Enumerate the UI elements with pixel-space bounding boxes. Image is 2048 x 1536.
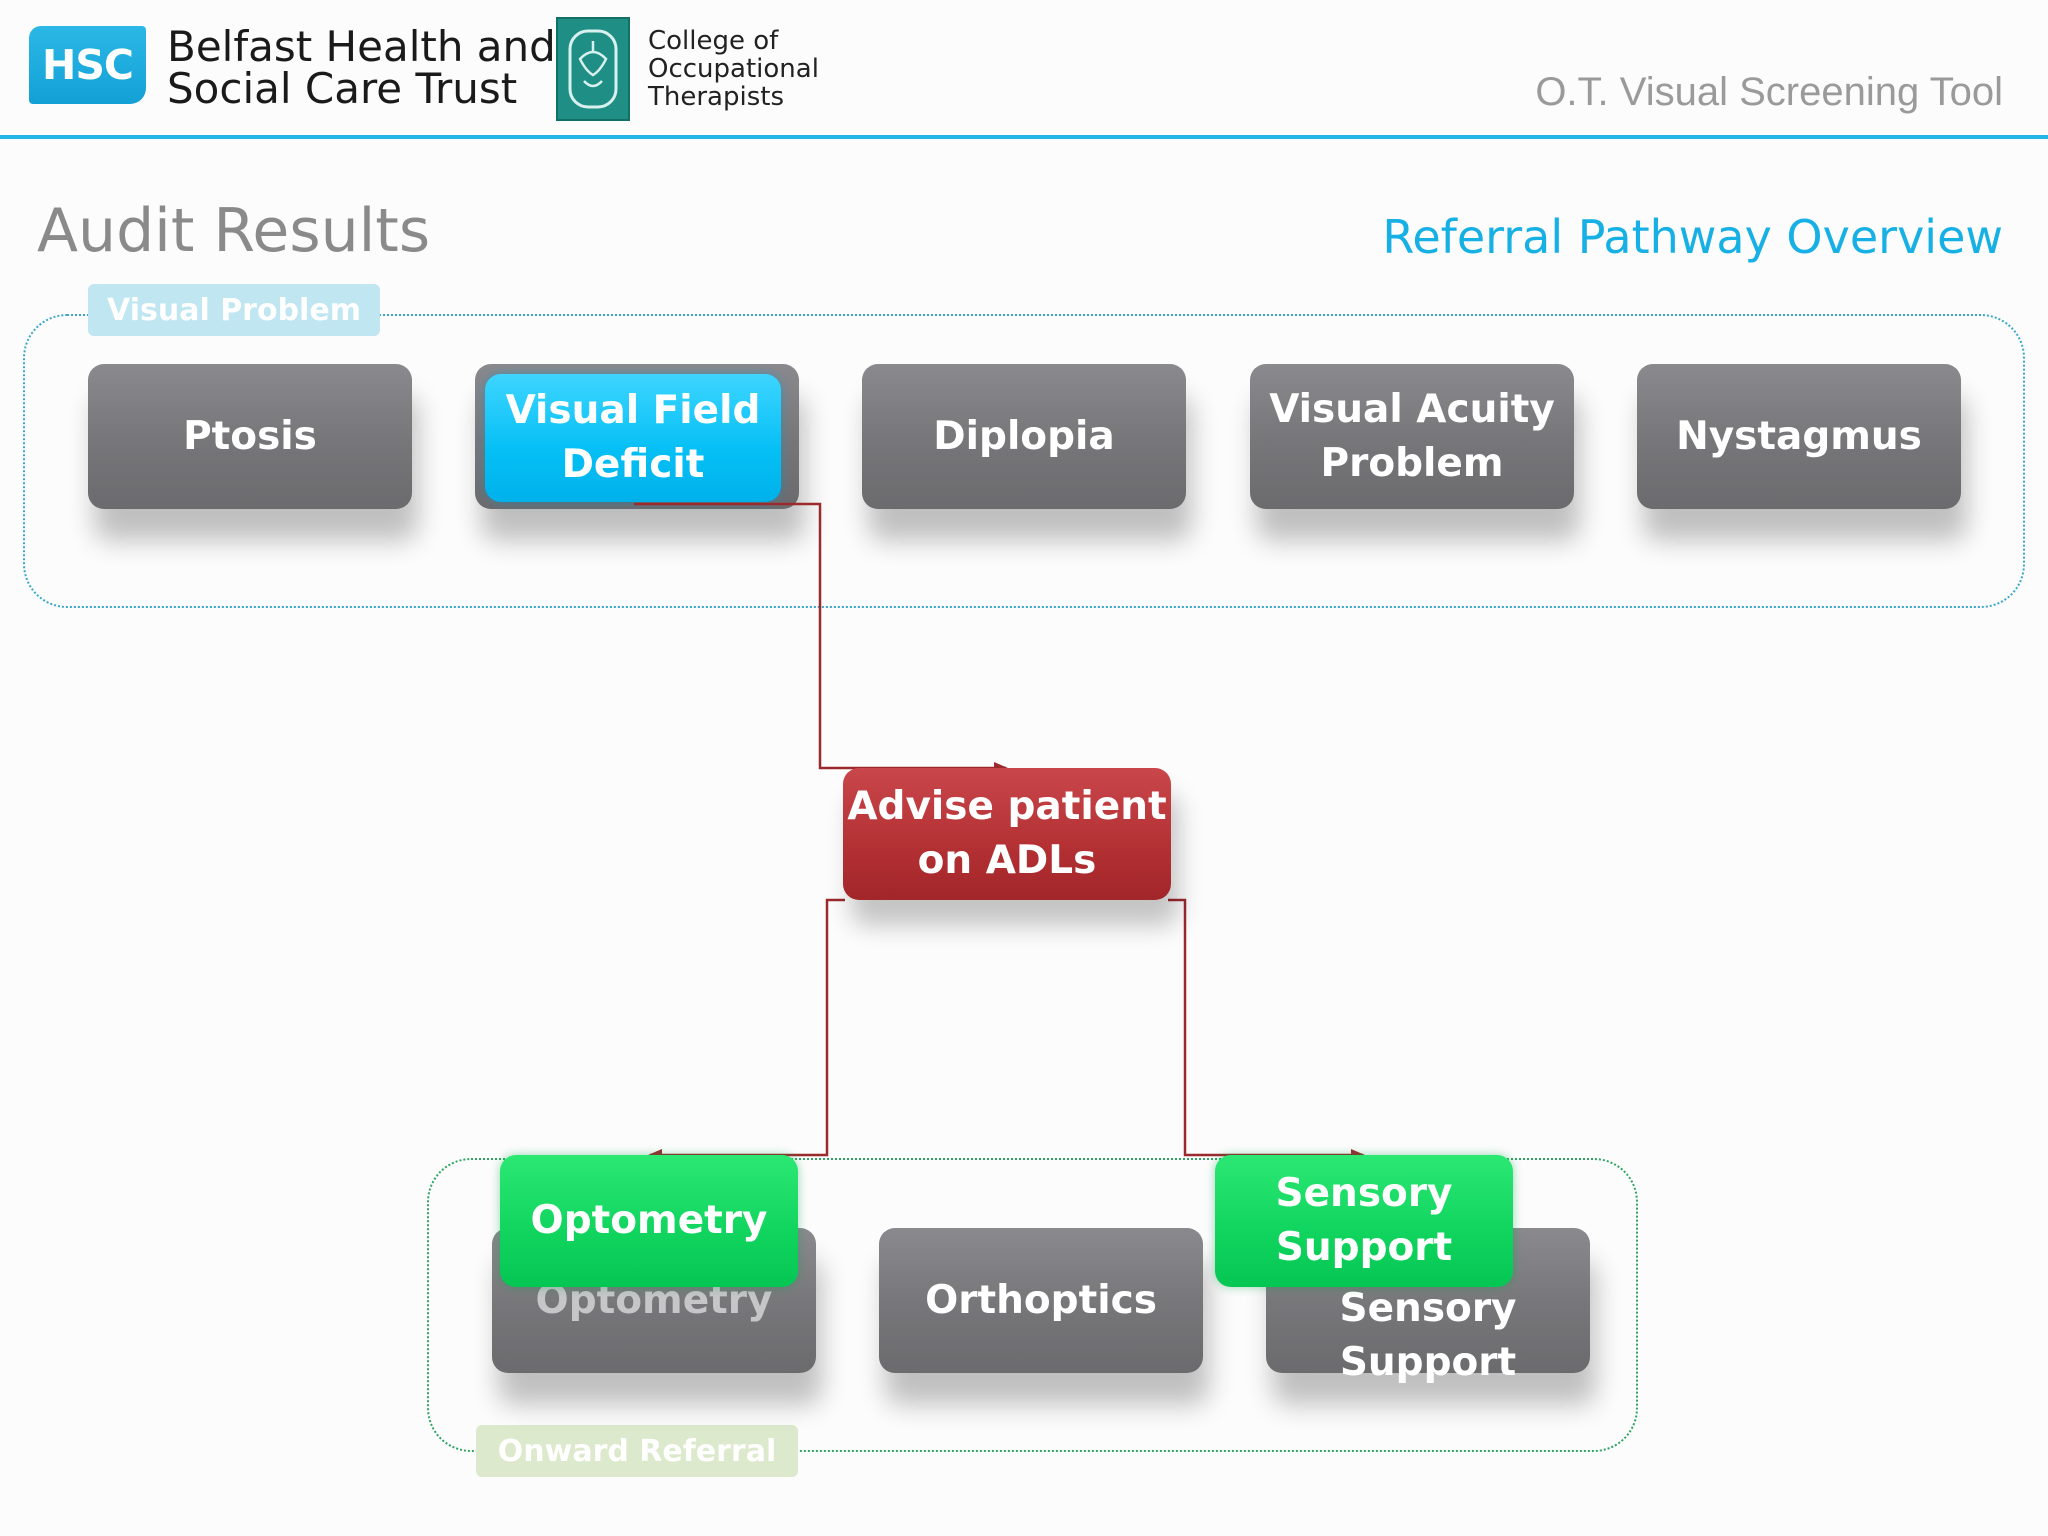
box-visual-acuity-problem-label: Visual Acuity Problem: [1269, 386, 1555, 486]
box-optometry[interactable]: Optometry: [500, 1155, 798, 1287]
onward-referral-group: [427, 1158, 1638, 1452]
box-diplopia-label: Diplopia: [933, 413, 1115, 459]
visual-problem-group: [23, 314, 2025, 608]
college-logo-icon: [556, 17, 630, 121]
box-nystagmus-label: Nystagmus: [1676, 413, 1922, 459]
box-nystagmus[interactable]: Nystagmus: [1637, 364, 1961, 509]
connector-advise-to-optometry: [648, 898, 845, 1161]
box-visual-acuity-problem[interactable]: Visual Acuity Problem: [1250, 364, 1574, 509]
college-name-line2: Occupational: [648, 54, 819, 84]
box-visual-field-deficit[interactable]: Visual Field Deficit: [485, 374, 781, 502]
hsc-logo-text: HSC: [42, 41, 134, 89]
college-name-line3: Therapists: [648, 82, 784, 112]
visual-problem-label: Visual Problem: [88, 284, 380, 336]
trust-name-line1: Belfast Health and: [167, 22, 556, 71]
box-orthoptics[interactable]: Orthoptics: [879, 1228, 1203, 1373]
box-optometry-label: Optometry: [530, 1198, 768, 1243]
tool-title: O.T. Visual Screening Tool: [1535, 70, 2003, 114]
hsc-logo: HSC: [29, 26, 146, 104]
header-divider: [0, 135, 2048, 139]
box-sensory-support-label: Sensory Support: [1275, 1171, 1453, 1270]
onward-referral-label: Onward Referral: [476, 1425, 798, 1477]
connector-deficit-to-advise: [634, 502, 1008, 774]
box-advise-patient-adls-label: Advise patient on ADLs: [847, 784, 1167, 883]
college-crest-icon: [568, 29, 618, 109]
box-sensory-support-base-label: Sensory Support: [1339, 1285, 1517, 1385]
box-orthoptics-label: Orthoptics: [925, 1277, 1157, 1323]
box-advise-patient-adls[interactable]: Advise patient on ADLs: [843, 768, 1171, 900]
box-sensory-support[interactable]: Sensory Support: [1215, 1155, 1513, 1287]
box-visual-field-deficit-label: Visual Field Deficit: [505, 388, 761, 487]
box-ptosis-label: Ptosis: [183, 413, 317, 459]
page-subtitle: Referral Pathway Overview: [1382, 210, 2003, 264]
box-diplopia[interactable]: Diplopia: [862, 364, 1186, 509]
trust-name-line2: Social Care Trust: [167, 64, 518, 113]
connector-advise-to-sensory: [1168, 898, 1365, 1161]
college-name-line1: College of: [648, 26, 779, 56]
box-ptosis[interactable]: Ptosis: [88, 364, 412, 509]
page-title: Audit Results: [37, 196, 431, 266]
